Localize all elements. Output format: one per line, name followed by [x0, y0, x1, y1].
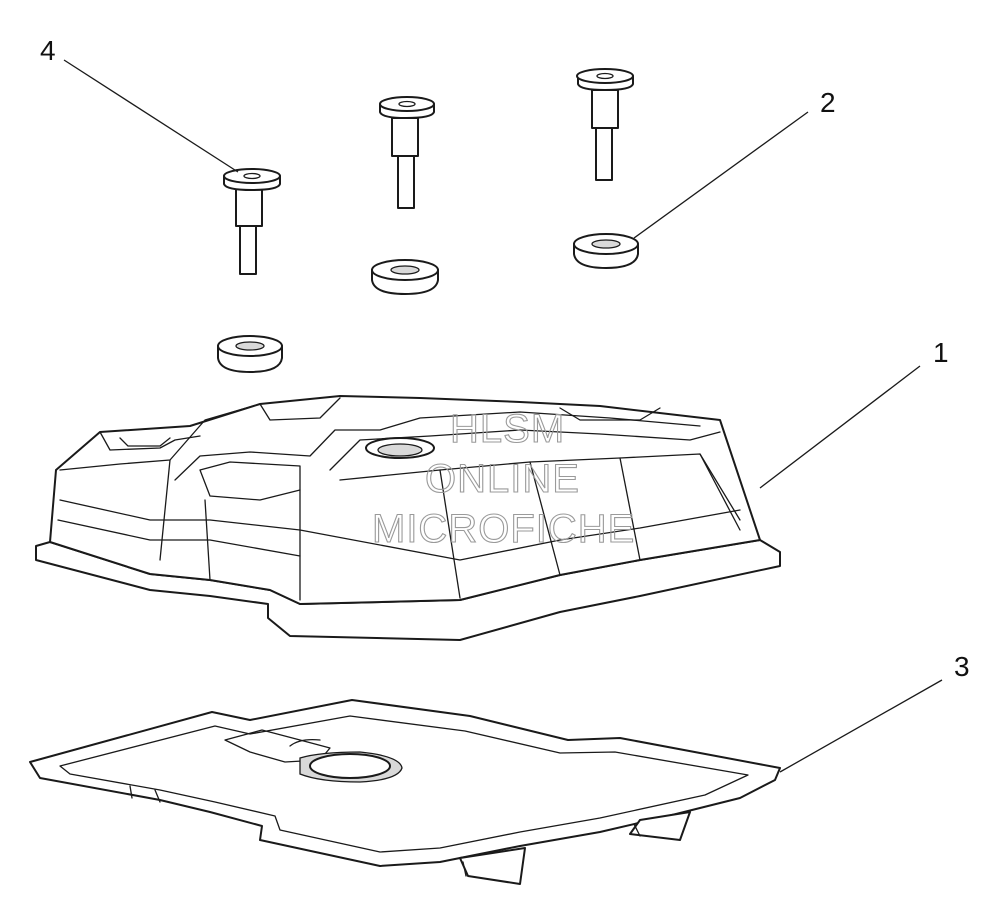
- valve-cover-part[interactable]: [35, 395, 781, 641]
- watermark-line-1: HLSM: [450, 407, 565, 451]
- bolt-middle: [379, 96, 435, 209]
- callout-3: 3: [954, 651, 970, 682]
- bolt-right: [576, 68, 634, 181]
- grommet-middle: [371, 259, 439, 295]
- callout-4: 4: [40, 35, 56, 66]
- watermark-line-3: MICROFICHE: [372, 507, 635, 551]
- bolt-part[interactable]: [223, 68, 634, 275]
- leader-line-1: [759, 365, 921, 489]
- callout-1: 1: [933, 337, 949, 368]
- callout-2: 2: [820, 87, 836, 118]
- watermark-line-2: ONLINE: [425, 457, 580, 501]
- leader-line-3: [779, 679, 943, 773]
- bolt-left: [223, 168, 281, 275]
- grommet-left: [217, 335, 283, 373]
- leader-line-2: [633, 111, 809, 239]
- grommet-right: [573, 233, 639, 269]
- grommet-part[interactable]: [217, 233, 639, 373]
- gasket-part[interactable]: [29, 699, 781, 885]
- leader-line-4: [63, 59, 239, 173]
